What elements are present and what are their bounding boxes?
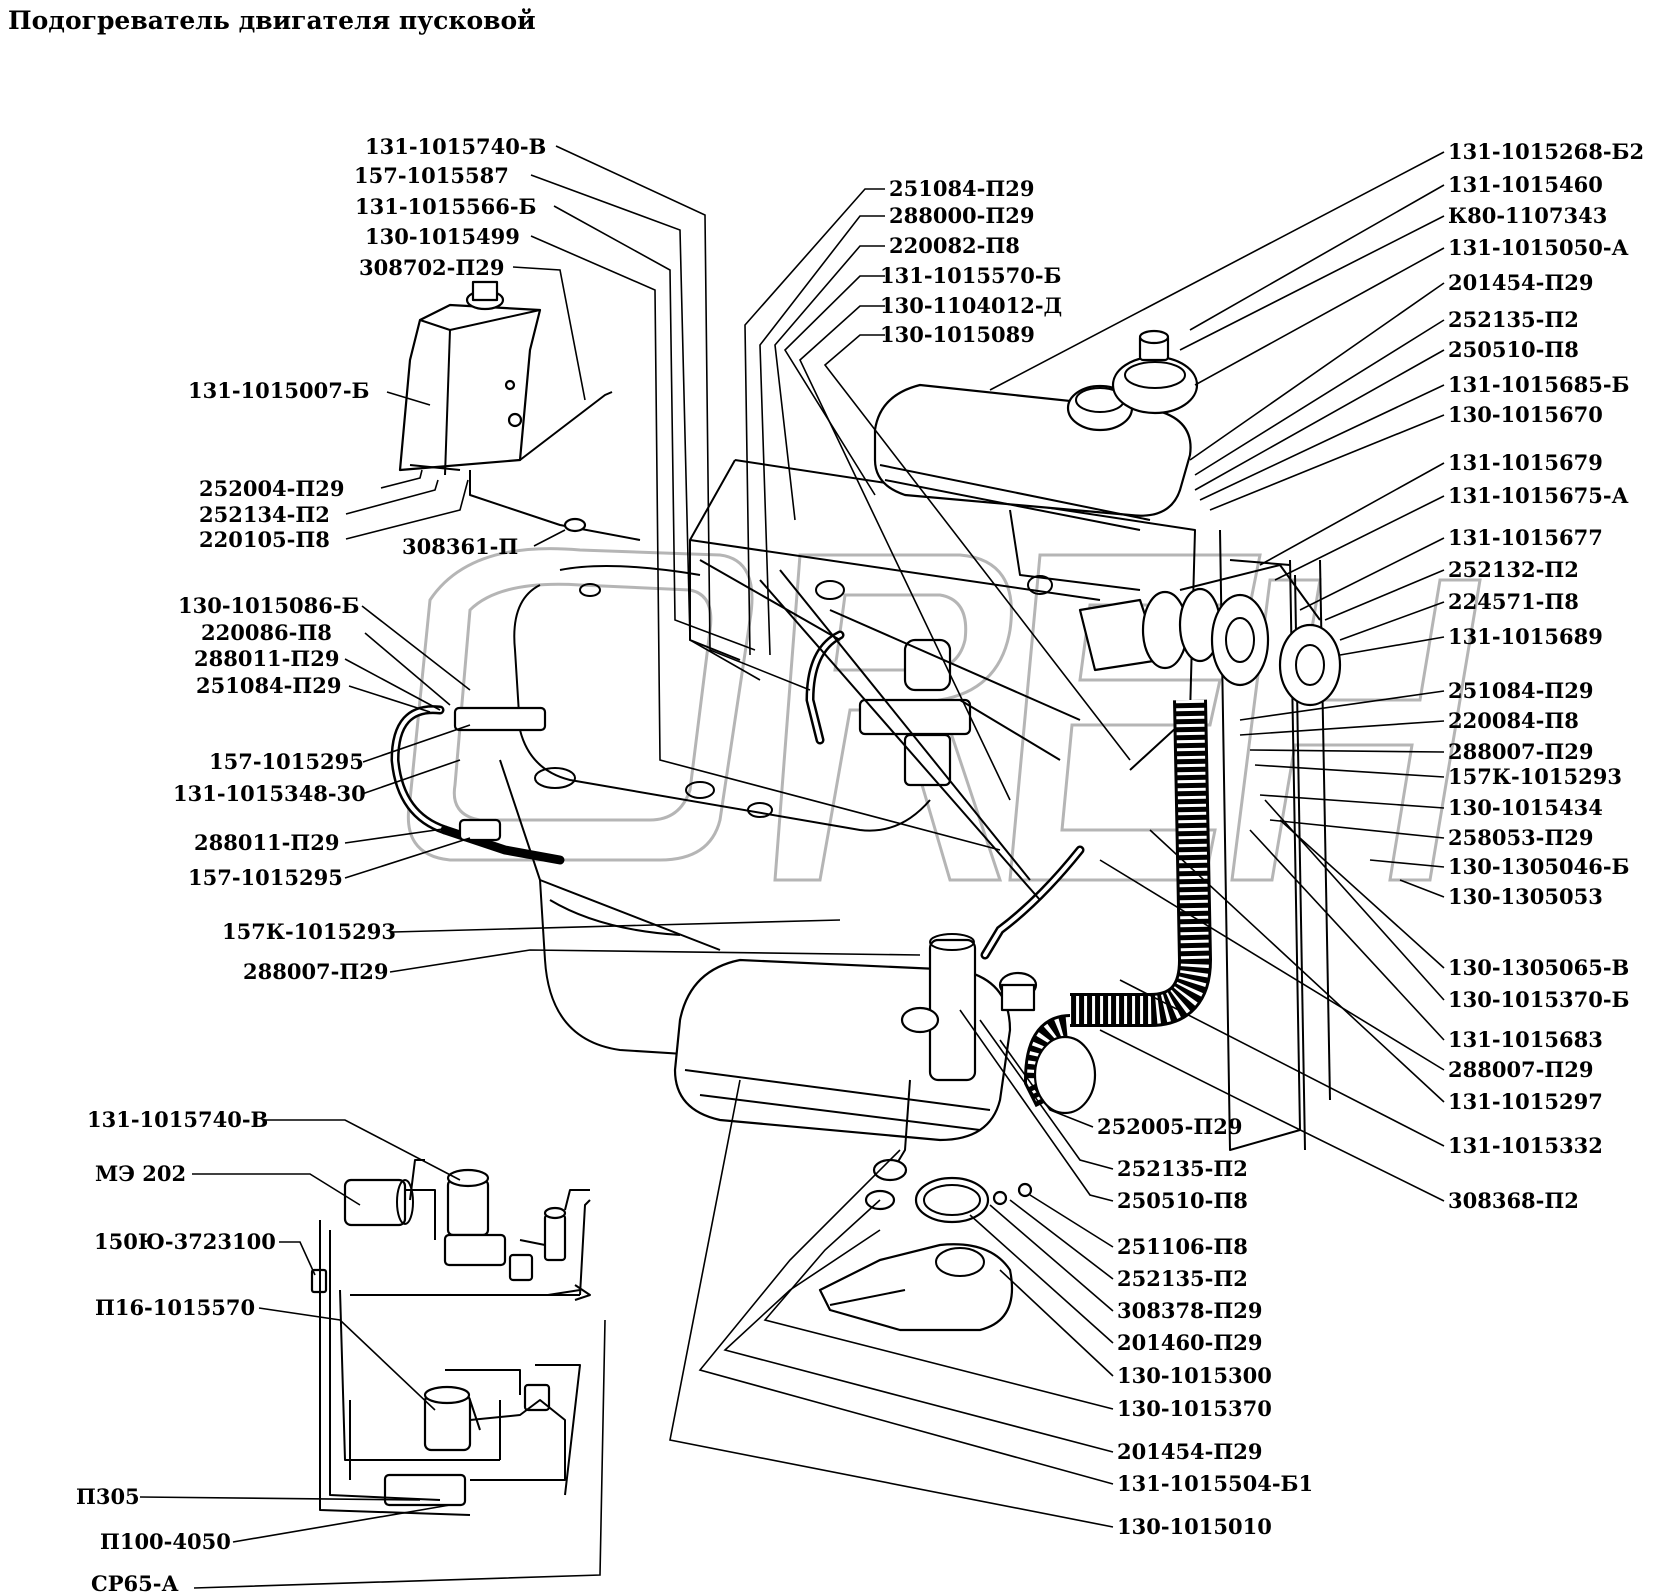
part-label: 157-1015295 [209,749,364,774]
part-label: 131-1015740-В [87,1107,268,1132]
part-label: 131-1015297 [1448,1089,1603,1114]
part-label: 157К-1015293 [1448,764,1622,789]
part-label: 131-1015683 [1448,1027,1603,1052]
part-label: 250510-П8 [1448,337,1579,362]
part-label: 288011-П29 [194,646,339,671]
part-label: 220086-П8 [201,620,332,645]
part-label: 130-1015434 [1448,795,1603,820]
part-label: 131-1015348-30 [173,781,366,806]
part-label: 252004-П29 [199,476,344,501]
hoses-drawing [390,559,1085,960]
part-label: 157К-1015293 [222,919,396,944]
part-label: 157-1015295 [188,865,343,890]
part-label: 252135-П2 [1117,1266,1248,1291]
part-label: 201460-П29 [1117,1330,1262,1355]
part-label: 130-1015089 [880,322,1035,347]
part-label: 131-1015689 [1448,624,1603,649]
part-label: 131-1015460 [1448,172,1603,197]
part-label: 251084-П29 [889,176,1034,201]
electrical-schematic-drawing [310,1159,591,1516]
part-label: 308368-П2 [1448,1188,1579,1213]
part-label: 150Ю-3723100 [94,1229,276,1254]
part-label: 308361-П [402,534,518,559]
pump-motor-drawing [1078,564,1342,707]
part-label: 220084-П8 [1448,708,1579,733]
expansion-tank-drawing [398,280,641,541]
part-label: 130-1305046-Б [1448,854,1630,879]
part-labels: 131-1015740-В 157-1015587 131-1015566-Б … [76,134,1644,1594]
part-label: 130-1015370-Б [1448,987,1630,1012]
part-label: 220082-П8 [889,233,1020,258]
part-label: 131-1015332 [1448,1133,1603,1158]
main-tank-drawing [873,329,1199,531]
part-label: 130-1104012-Д [880,293,1062,318]
part-label: СР65-А [91,1571,179,1594]
part-label: 308378-П29 [1117,1298,1262,1323]
part-label: 131-1015675-А [1448,483,1629,508]
part-label: 220105-П8 [199,527,330,552]
part-label: 288007-П29 [1448,739,1593,764]
part-label: МЭ 202 [95,1161,186,1186]
part-label: 288011-П29 [194,830,339,855]
part-label: 252005-П29 [1097,1114,1242,1139]
part-label: 130-1015499 [365,224,520,249]
part-label: 130-1305065-В [1448,955,1629,980]
part-label: 131-1015050-А [1448,235,1629,260]
part-label: 251084-П29 [196,673,341,698]
part-label: 130-1305053 [1448,884,1603,909]
heater-boiler-drawing [673,933,1097,1211]
part-label: 130-1015300 [1117,1363,1272,1388]
part-label: 252132-П2 [1448,557,1579,582]
leader-lines [139,145,1445,1589]
part-label: 131-1015677 [1448,525,1603,550]
part-label: 130-1015370 [1117,1396,1272,1421]
page-title: Подогреватель двигателя пусковой [8,6,536,35]
part-label: 131-1015679 [1448,450,1603,475]
part-label: 131-1015566-Б [355,194,537,219]
part-label: 252135-П2 [1117,1156,1248,1181]
part-label: 201454-П29 [1448,270,1593,295]
part-label: 201454-П29 [1117,1439,1262,1464]
part-label: 224571-П8 [1448,589,1579,614]
part-label: 131-1015740-В [365,134,546,159]
part-label: 252134-П2 [199,502,330,527]
part-label: 131-1015570-Б [880,263,1062,288]
part-label: К80-1107343 [1448,203,1607,228]
part-label: 251084-П29 [1448,678,1593,703]
part-label: 251106-П8 [1117,1234,1248,1259]
watermark-text: ОРЕХ [1460,869,1467,871]
part-label: 131-1015268-Б2 [1448,139,1644,164]
part-label: 131-1015685-Б [1448,372,1630,397]
part-label: П16-1015570 [95,1295,255,1320]
part-label: 131-1015007-Б [188,378,370,403]
part-label: 258053-П29 [1448,825,1593,850]
part-label: 288007-П29 [243,959,388,984]
part-label: 288000-П29 [889,203,1034,228]
part-label: 131-1015504-Б1 [1117,1471,1313,1496]
exhaust-parts-drawing [818,1176,1033,1332]
part-label: 252135-П2 [1448,307,1579,332]
part-label: 130-1015670 [1448,402,1603,427]
part-label: 157-1015587 [354,163,509,188]
part-label: 288007-П29 [1448,1057,1593,1082]
part-label: П305 [76,1484,140,1509]
part-label: 130-1015086-Б [178,593,360,618]
part-label: П100-4050 [100,1529,231,1554]
part-label: 130-1015010 [1117,1514,1272,1539]
part-label: 308702-П29 [359,255,504,280]
part-label: 250510-П8 [1117,1188,1248,1213]
